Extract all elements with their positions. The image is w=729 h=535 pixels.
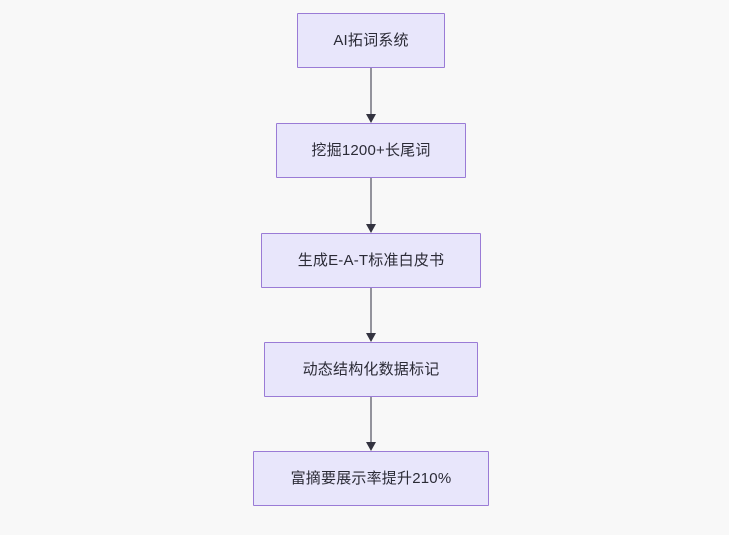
flow-node-label: 挖掘1200+长尾词 [311, 142, 431, 159]
flow-node-n2[interactable]: 挖掘1200+长尾词 [276, 123, 466, 178]
flow-node-n5[interactable]: 富摘要展示率提升210% [253, 451, 489, 506]
flow-node-n4[interactable]: 动态结构化数据标记 [264, 342, 478, 397]
flow-edge-n2-to-n3 [361, 178, 381, 233]
flow-edge-n3-to-n4 [361, 288, 381, 342]
flow-edge-n1-to-n2 [361, 68, 381, 123]
flow-node-n3[interactable]: 生成E-A-T标准白皮书 [261, 233, 481, 288]
flow-edge-n4-to-n5 [361, 397, 381, 451]
flow-node-label: 富摘要展示率提升210% [290, 470, 452, 487]
flow-node-label: 动态结构化数据标记 [302, 361, 440, 378]
flow-node-label: 生成E-A-T标准白皮书 [297, 252, 445, 269]
flow-node-label: AI拓词系统 [333, 32, 409, 49]
flow-node-n1[interactable]: AI拓词系统 [297, 13, 445, 68]
